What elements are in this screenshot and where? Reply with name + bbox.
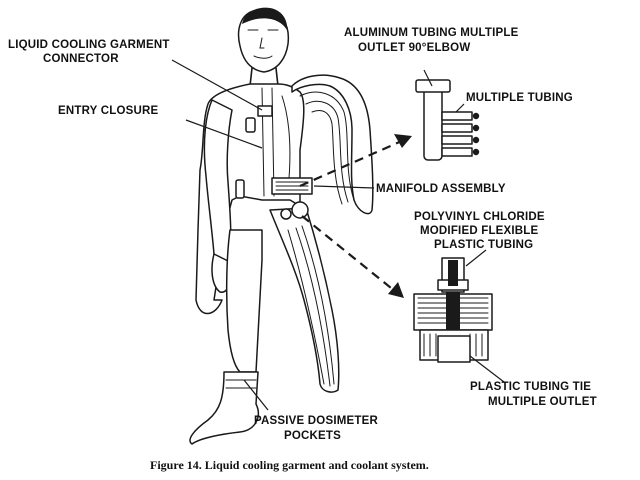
leader-lines xyxy=(171,59,505,411)
dashed-arrows xyxy=(299,134,412,298)
label-aluminum-tubing-line2: OUTLET 90°ELBOW xyxy=(358,42,470,54)
label-pvc-line2: MODIFIED FLEXIBLE xyxy=(420,225,539,237)
label-entry-closure: ENTRY CLOSURE xyxy=(58,105,158,117)
label-manifold-assembly: MANIFOLD ASSEMBLY xyxy=(376,183,506,195)
aluminum-elbow-detail xyxy=(415,79,480,161)
label-multiple-tubing: MULTIPLE TUBING xyxy=(466,92,573,104)
tubing-tie-detail xyxy=(413,257,493,363)
label-tubing-tie-line1: PLASTIC TUBING TIE xyxy=(470,381,591,393)
label-pvc-line1: POLYVINYL CHLORIDE xyxy=(414,211,545,223)
label-pvc-line3: PLASTIC TUBING xyxy=(434,239,533,251)
label-tubing-tie-line2: MULTIPLE OUTLET xyxy=(488,396,597,408)
label-lcg-connector-line1: LIQUID COOLING GARMENT xyxy=(8,39,170,51)
label-dosimeter-line2: POCKETS xyxy=(284,430,341,442)
garment-figure xyxy=(189,7,374,445)
label-aluminum-tubing-line1: ALUMINUM TUBING MULTIPLE xyxy=(344,27,519,39)
label-dosimeter-line1: PASSIVE DOSIMETER xyxy=(254,415,378,427)
label-lcg-connector-line2: CONNECTOR xyxy=(43,53,119,65)
figure-caption: Figure 14. Liquid cooling garment and co… xyxy=(150,458,429,472)
